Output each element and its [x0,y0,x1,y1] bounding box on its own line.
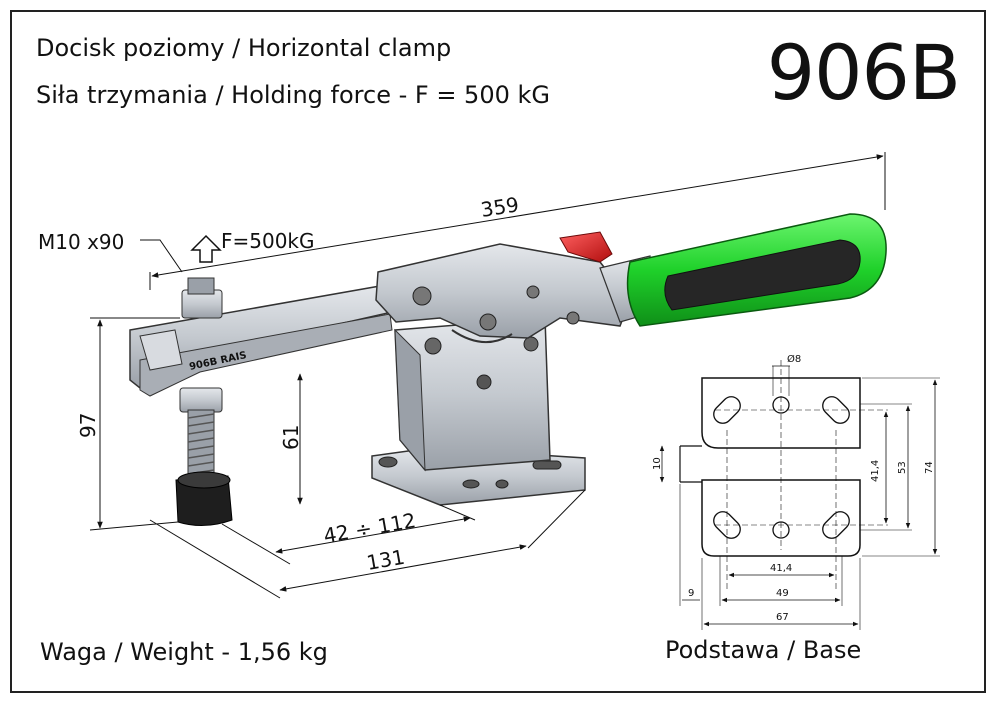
dim-offset: 9 [688,588,694,599]
svg-text:61: 61 [279,425,303,450]
dim-total-width: 67 [776,612,789,623]
dim-inner-width: 41,4 [770,563,792,574]
force-label: F=500kG [221,229,315,253]
title-line-2: Siła trzymania / Holding force - F = 500… [36,81,550,109]
spindle-thread [187,409,215,483]
base-caption: Podstawa / Base [665,636,862,664]
svg-text:42 ÷ 112: 42 ÷ 112 [322,508,418,548]
clamp-view: 906B RAIS F=500kG M10 x90 [38,152,887,599]
dim-131: 131 [279,489,586,592]
dim-mid-width: 49 [776,588,789,599]
dim-mid-height: 53 [897,461,908,474]
dim-61: 61 [279,373,303,505]
title-line-1: Docisk poziomy / Horizontal clamp [36,34,452,62]
dim-hole-dia: Ø8 [787,353,801,365]
model-number: 906B [766,28,961,117]
weight-label: Waga / Weight - 1,56 kg [40,638,328,666]
dim-inner-height: 41,4 [870,460,881,482]
force-arrow-icon [190,234,222,263]
drawing-frame [10,10,986,693]
spindle-nut [179,387,223,413]
dim-slot-width: 10 [652,457,663,470]
dim-total-height: 74 [924,461,935,474]
foot-hole [495,479,509,489]
dim-359: 359 [149,152,886,290]
rubber-tip [175,475,233,526]
svg-text:359: 359 [479,192,520,222]
thread-label: M10 x90 [38,230,124,254]
foot-hole [462,479,480,489]
foot-hole [378,456,398,468]
foot-slot [532,460,562,470]
svg-text:131: 131 [365,545,407,575]
svg-text:97: 97 [76,413,100,438]
dim-97: 97 [76,317,180,531]
base-view: Ø8 10 41,4 53 74 41,4 49 9 67 [652,353,940,630]
